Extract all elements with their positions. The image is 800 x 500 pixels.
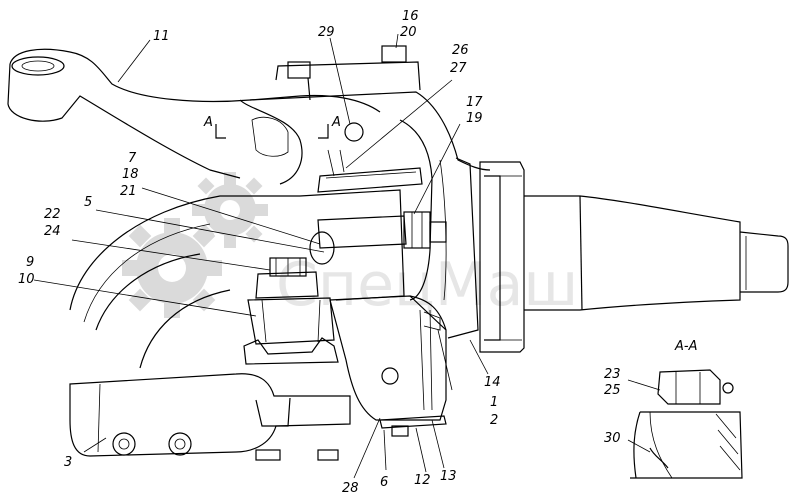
callout-12: 12 [414, 473, 431, 488]
section-label-right: A [331, 115, 341, 130]
callout-2: 2 [490, 413, 498, 428]
tie-rod-arm [69, 195, 300, 369]
callout-21: 21 [120, 184, 137, 199]
callout-27: 27 [450, 61, 467, 76]
hub-flange [479, 161, 525, 353]
callout-26: 26 [452, 43, 469, 58]
callout-16: 16 [402, 9, 419, 24]
callout-23: 23 [604, 367, 621, 382]
section-detail: A-A [630, 339, 743, 479]
callout-20: 20 [400, 25, 417, 40]
leader-lines [33, 33, 661, 479]
callout-1: 1 [490, 395, 498, 410]
callout-19: 19 [466, 111, 483, 126]
bolt [309, 211, 447, 265]
tie-rod-end [69, 373, 351, 461]
callout-18: 18 [122, 167, 139, 182]
section-marks: A A [203, 115, 341, 139]
callout-22: 22 [44, 207, 61, 222]
upper-cap [249, 45, 491, 171]
callout-11: 11 [153, 29, 170, 44]
watermark-text: СпецМаш [276, 250, 578, 320]
lock-wedge [317, 122, 423, 193]
callout-3: 3 [64, 455, 72, 470]
steering-arm [7, 48, 381, 185]
section-label-left: A [203, 115, 213, 130]
callout-30: 30 [604, 431, 621, 446]
callout-7: 7 [128, 151, 137, 166]
callout-17: 17 [466, 95, 483, 110]
callouts: 11 29 16 20 26 27 17 19 7 18 21 5 22 24 … [18, 9, 621, 496]
spindle [524, 195, 789, 311]
callout-6: 6 [380, 475, 388, 490]
callout-10: 10 [18, 272, 35, 287]
section-detail-title: A-A [674, 339, 697, 354]
callout-9: 9 [26, 255, 34, 270]
watermark: СпецМаш [122, 172, 578, 320]
ball-joint [243, 257, 339, 365]
callout-24: 24 [44, 224, 61, 239]
gear-icon [122, 218, 222, 318]
callout-14: 14 [484, 375, 501, 390]
lower-lever [329, 295, 447, 437]
callout-25: 25 [604, 383, 621, 398]
callout-5: 5 [84, 195, 92, 210]
callout-13: 13 [440, 469, 457, 484]
callout-29: 29 [318, 25, 335, 40]
callout-28: 28 [342, 481, 359, 496]
